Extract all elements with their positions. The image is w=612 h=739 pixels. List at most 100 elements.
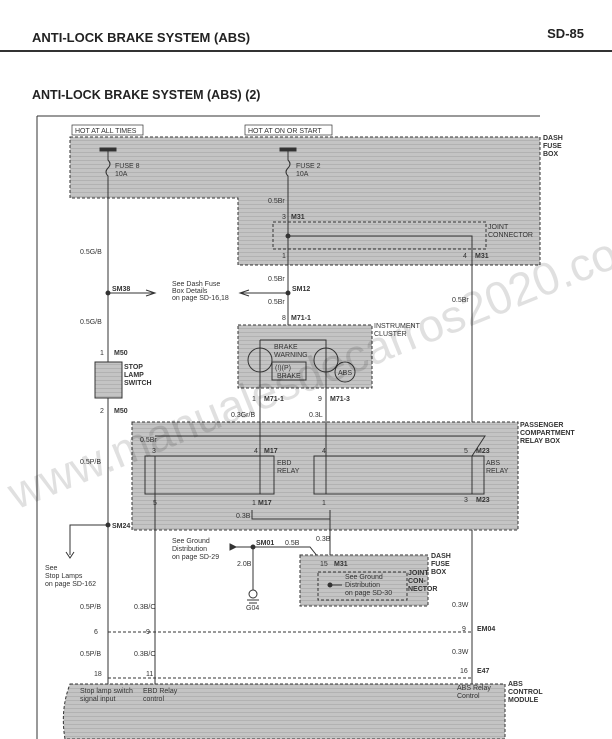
- pin: 6: [94, 629, 98, 636]
- reference-text: Stop Lamps: [45, 573, 83, 580]
- instrument-label: INSTRUMENT: [374, 323, 421, 330]
- wire-label: 0.5Br: [452, 297, 469, 304]
- pin: 3: [464, 497, 468, 504]
- fuse8-wire: [105, 151, 111, 739]
- wire-label: 0.5G/B: [80, 319, 102, 326]
- abs-module-label: CONTROL: [508, 689, 543, 696]
- box-label: BOX: [431, 569, 447, 576]
- abs-relay: [313, 455, 485, 495]
- abs-relay-label: RELAY: [486, 468, 509, 475]
- ebd-relay: [144, 455, 275, 495]
- connector-m50: M50: [114, 408, 128, 415]
- reference-text: on page SD-30: [345, 590, 392, 597]
- pin: 9: [462, 626, 466, 633]
- splice-sm24: SM24: [112, 523, 130, 530]
- wire-label: 0.3Gr/B: [231, 412, 255, 419]
- dash-label: DASH: [431, 553, 451, 560]
- switch-label: SWITCH: [124, 380, 152, 387]
- ground-g04: G04: [246, 605, 259, 612]
- box-label: BOX: [543, 151, 559, 158]
- brake-lamp-label: BRAKE: [277, 373, 301, 380]
- connector-m31: M31: [334, 561, 348, 568]
- fuse2-label: FUSE 2: [296, 163, 321, 170]
- relay-box-label: PASSENGER: [520, 422, 563, 429]
- module-pin-label: Stop lamp switch: [80, 688, 133, 695]
- diagram-title: ANTI-LOCK BRAKE SYSTEM (ABS) (2): [32, 88, 261, 102]
- wire-label: 0.5P/B: [80, 651, 101, 658]
- abs-lamp-label: ABS: [338, 370, 352, 377]
- reference-text: on page SD-162: [45, 581, 96, 588]
- connector-label: CONNECTOR: [488, 232, 533, 239]
- hot-at-all-times-label: HOT AT ALL TIMES: [75, 128, 137, 135]
- pin: 8: [282, 315, 286, 322]
- pin: 4: [463, 253, 467, 260]
- dash-fuse-box: [69, 136, 541, 266]
- joint-label: JOINT: [488, 224, 509, 231]
- wire-label: 0.5Br: [268, 299, 285, 306]
- dash-label: DASH: [543, 135, 563, 142]
- pin: 3: [282, 214, 286, 221]
- reference-text: See: [45, 565, 58, 572]
- wire-label: 0.3L: [309, 412, 323, 419]
- joint-label: CON-: [408, 578, 427, 585]
- wire-label: 0.5Br: [140, 437, 157, 444]
- relay-box-label: RELAY BOX: [520, 438, 560, 445]
- connector-m71-1: M71-1: [291, 315, 311, 322]
- abs-control-module: [62, 683, 506, 739]
- pin: 18: [94, 671, 102, 678]
- wire-label: 0.5G/B: [80, 249, 102, 256]
- pin: 1: [282, 253, 286, 260]
- wire-label: 0.3B: [236, 513, 251, 520]
- module-pin-label: ABS Relay: [457, 685, 491, 692]
- joint-label: NECTOR: [408, 586, 437, 593]
- pin: 2: [100, 408, 104, 415]
- pin: 15: [320, 561, 328, 568]
- reference-text: See Ground: [172, 538, 210, 545]
- connector-em04: EM04: [477, 626, 495, 633]
- wire-label: 0.3W: [452, 649, 469, 656]
- hot-at-on-start-label: HOT AT ON OR START: [248, 128, 322, 135]
- wire-label: 0.5P/B: [80, 604, 101, 611]
- fuse2-rating: 10A: [296, 171, 309, 178]
- relay-box-label: COMPARTMENT: [520, 430, 575, 437]
- connector-m23: M23: [476, 448, 490, 455]
- abs-relay-label: ABS: [486, 460, 500, 467]
- pin: 9: [146, 629, 150, 636]
- header-rule: [0, 50, 612, 52]
- wire-label: 0.3B: [316, 536, 331, 543]
- connector-m71-3: M71-3: [330, 396, 350, 403]
- wire-label: 0.5Br: [268, 198, 285, 205]
- pin: 9: [318, 396, 322, 403]
- wire-label: 0.3W: [452, 602, 469, 609]
- pin: 16: [460, 668, 468, 675]
- pin: 4: [254, 448, 258, 455]
- splice-sm12: SM12: [292, 286, 310, 293]
- connector-m31: M31: [291, 214, 305, 221]
- joint-label: JOINT: [408, 570, 429, 577]
- fuse8-rating: 10A: [115, 171, 128, 178]
- joint-connector: [272, 221, 487, 250]
- brake-symbol: (!)(P): [275, 365, 291, 372]
- splice-sm38: SM38: [112, 286, 130, 293]
- cluster-label: CLUSTER: [374, 331, 407, 338]
- pin: 5: [153, 500, 157, 507]
- module-pin-label: EBD Relay: [143, 688, 178, 695]
- wire-label: 2.0B: [237, 561, 252, 568]
- connector-m31: M31: [475, 253, 489, 260]
- connector-e47: E47: [477, 668, 490, 675]
- pin: 1: [252, 500, 256, 507]
- ebd-relay-label: RELAY: [277, 468, 300, 475]
- wire-label: 0.5Br: [268, 276, 285, 283]
- module-pin-label: Control: [457, 693, 480, 700]
- ebd-relay-label: EBD: [277, 460, 291, 467]
- pin: 11: [146, 671, 153, 678]
- reference-text: Distribution: [172, 546, 207, 553]
- wire-label: 0.3B/O: [134, 604, 156, 611]
- header-title: ANTI-LOCK BRAKE SYSTEM (ABS): [32, 30, 251, 45]
- abs-module-label: ABS: [508, 681, 523, 688]
- lamp-label: LAMP: [124, 372, 144, 379]
- connector-m17: M17: [264, 448, 278, 455]
- stop-lamp-switch: [94, 361, 123, 399]
- pin: 1: [100, 350, 104, 357]
